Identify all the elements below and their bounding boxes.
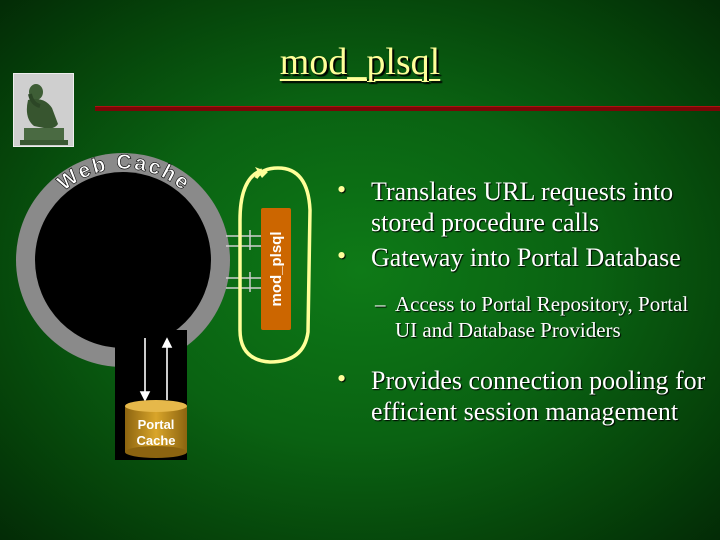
title-rule xyxy=(95,106,720,111)
bullet-list: • Translates URL requests into stored pr… xyxy=(335,175,715,431)
bullet-text: Gateway into Portal Database xyxy=(371,243,681,272)
sub-bullet-item: – Access to Portal Repository, Portal UI… xyxy=(335,291,715,343)
bullet-dot-icon: • xyxy=(337,175,347,204)
bullet-text: Provides connection pooling for efficien… xyxy=(371,366,706,426)
bullet-dot-icon: • xyxy=(337,364,347,393)
cache-arrows xyxy=(139,337,173,402)
portal-cache-label-line1: Portal xyxy=(138,417,175,432)
bullet-dot-icon: • xyxy=(337,241,347,270)
bullet-item: • Provides connection pooling for effici… xyxy=(335,364,715,427)
bullet-item: • Gateway into Portal Database xyxy=(335,241,715,273)
bullet-text: Translates URL requests into stored proc… xyxy=(371,177,674,237)
mod-plsql-label: mod_plsql xyxy=(268,231,285,306)
thinker-statue-icon xyxy=(13,73,74,147)
portal-cache-label-line2: Cache xyxy=(136,433,175,448)
request-loop-ring xyxy=(238,166,312,364)
bullet-item: • Translates URL requests into stored pr… xyxy=(335,175,715,238)
dash-icon: – xyxy=(375,292,386,316)
architecture-diagram: Web Cache mod_plsql Portal Cache xyxy=(16,150,312,460)
sub-bullet-text: Access to Portal Repository, Portal UI a… xyxy=(395,292,689,342)
slide-title: mod_plsql xyxy=(279,41,441,83)
web-cache-core xyxy=(35,172,211,348)
mod-plsql-box xyxy=(261,208,291,330)
connector-lines xyxy=(226,230,262,292)
portal-cache-cylinder xyxy=(125,400,187,458)
